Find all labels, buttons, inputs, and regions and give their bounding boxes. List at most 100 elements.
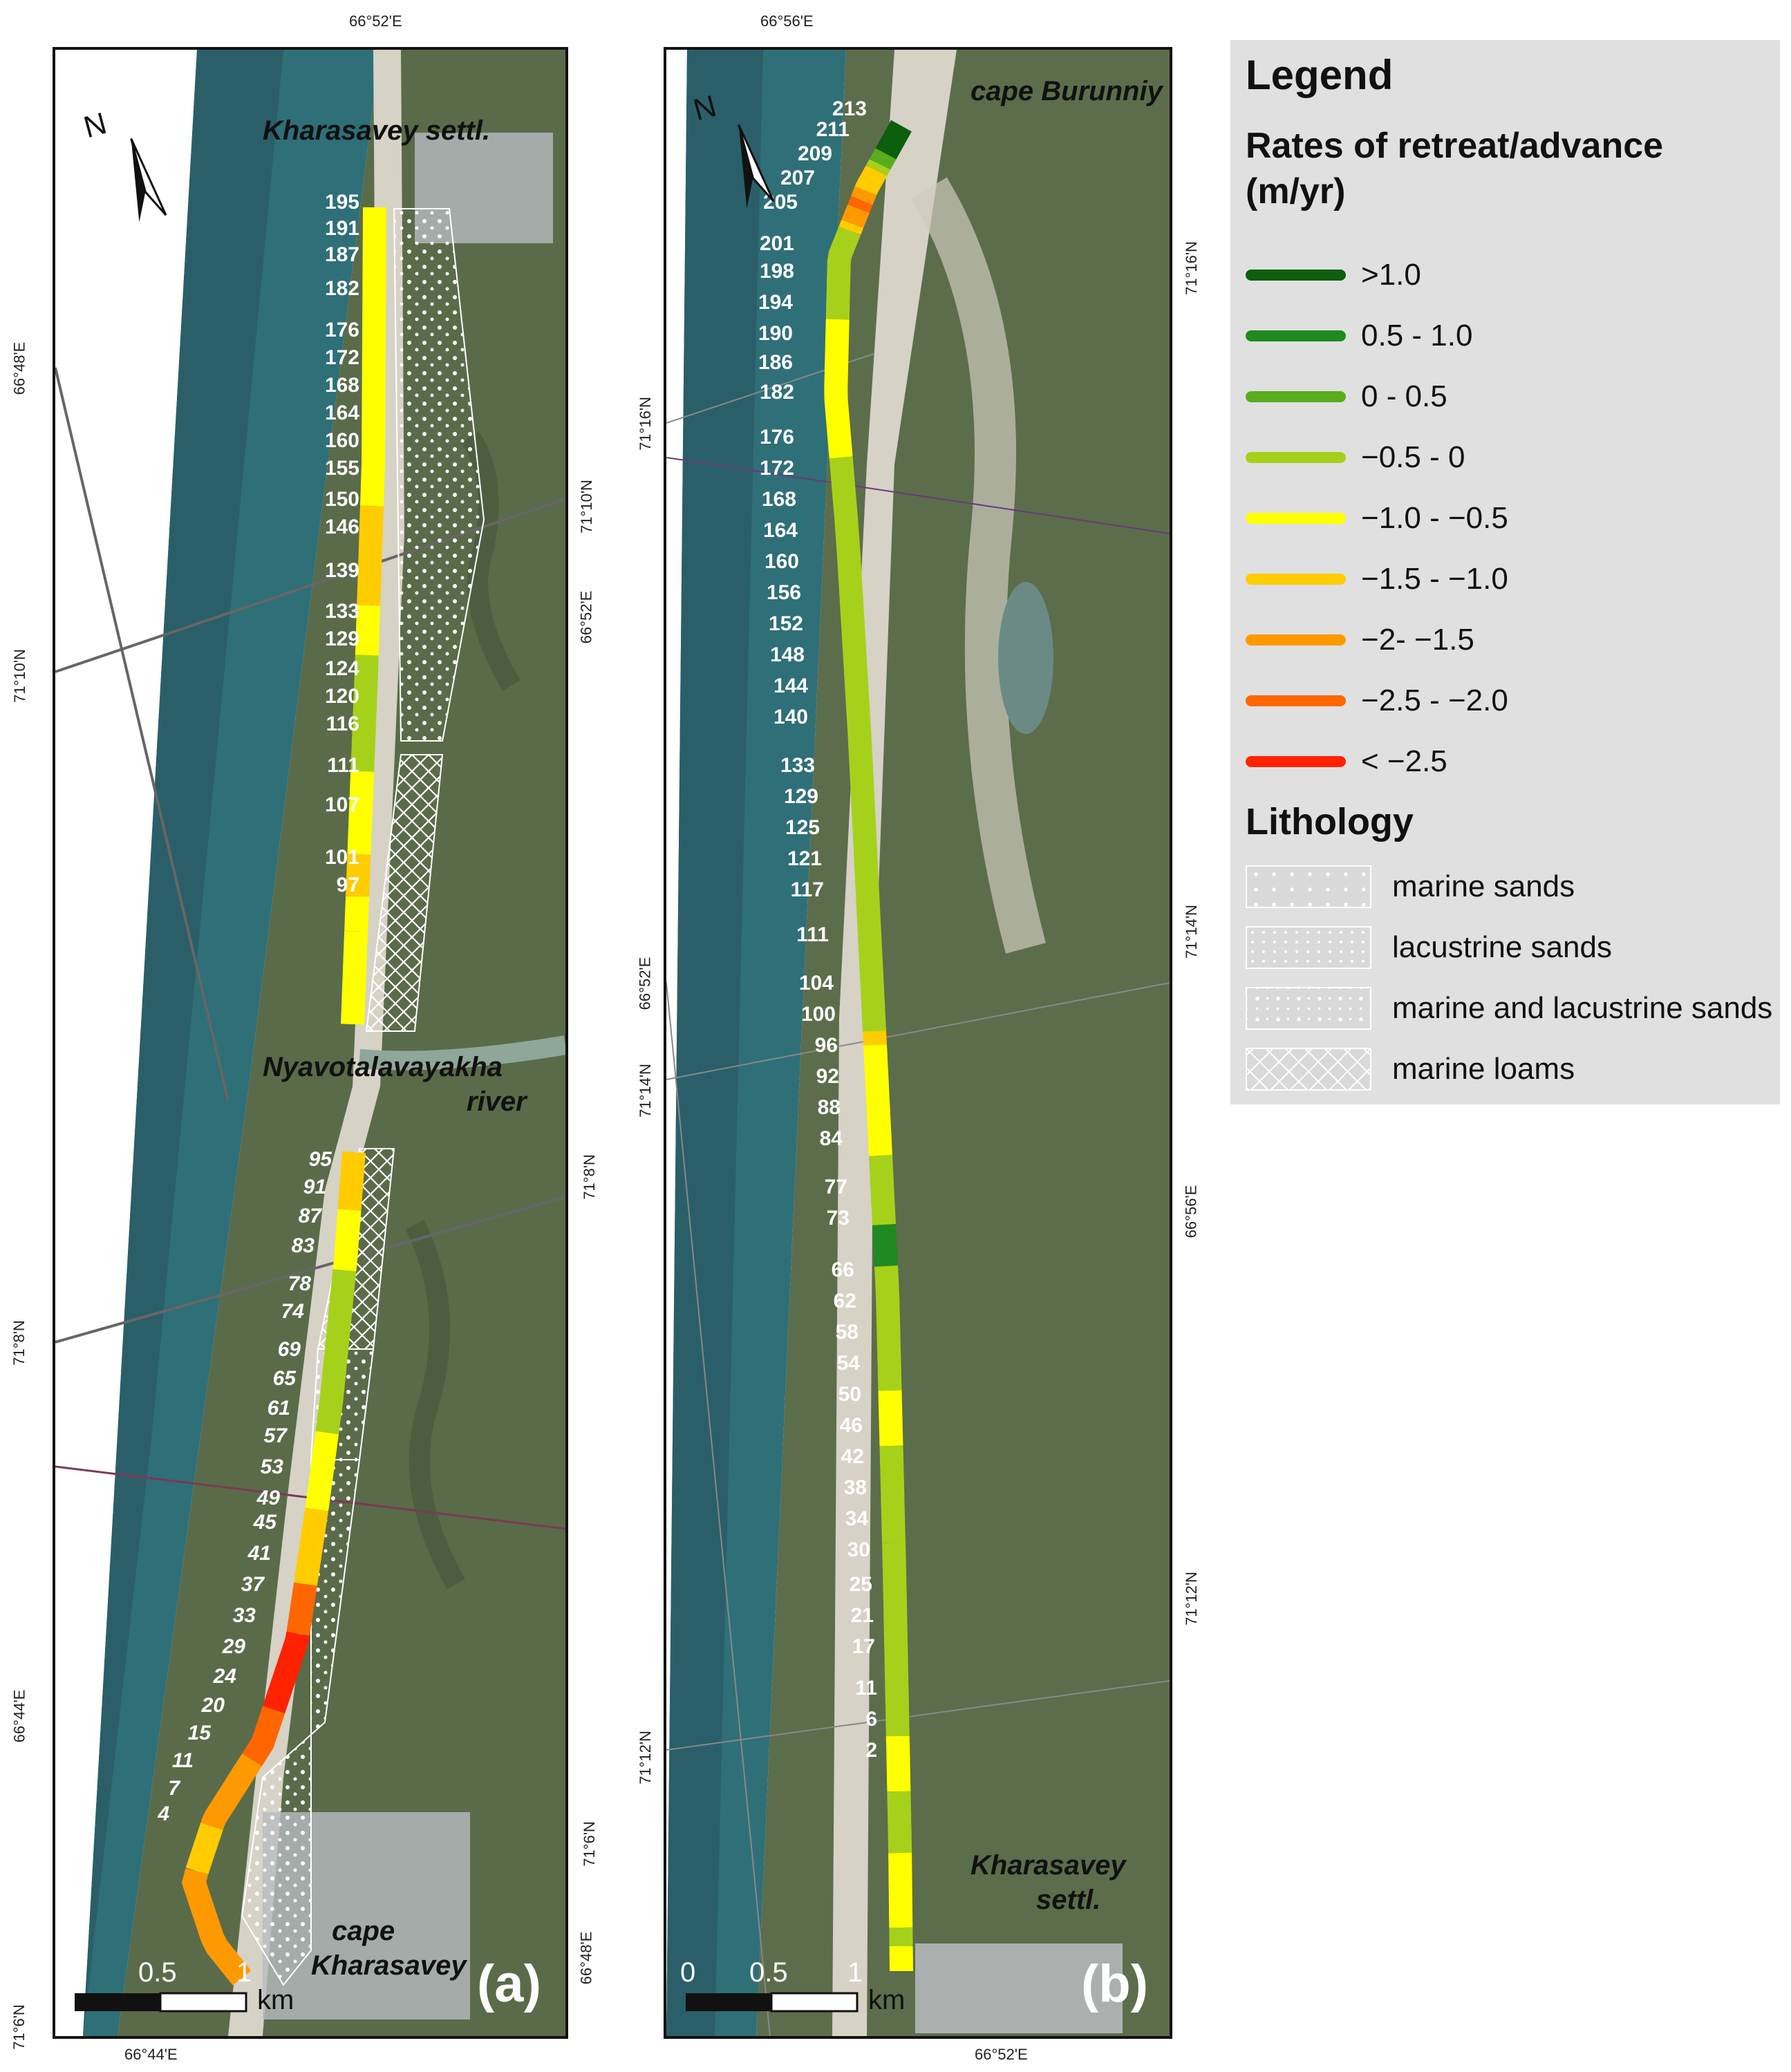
profile-label: 140 (773, 706, 808, 728)
profile-label: 125 (785, 816, 820, 839)
shoreline-segment (838, 219, 864, 236)
coord-b-bottom: 66°52'E (975, 2046, 1028, 2063)
north-arrow-b-icon (738, 124, 775, 209)
profile-label: 160 (765, 550, 799, 573)
profile-label: 146 (325, 516, 359, 538)
profile-label: 24 (213, 1665, 237, 1688)
lithology-swatch-mixed-sands (1246, 987, 1371, 1030)
sand-dunes (911, 177, 1046, 954)
rate-label: −0.5 - 0 (1361, 440, 1465, 474)
rate-swatch (1246, 695, 1346, 706)
profile-label: 172 (325, 346, 359, 369)
profile-label: 77 (825, 1176, 847, 1198)
profile-label: 207 (780, 167, 815, 189)
profile-label: 201 (760, 232, 794, 255)
panel-letter-a: (a) (477, 1955, 541, 2013)
coord-b-left-3: 71°14'N (636, 1064, 654, 1118)
shoreline-segment (870, 148, 897, 170)
profile-label: 62 (834, 1290, 856, 1312)
rate-swatch (1246, 513, 1346, 524)
profile-label: 95 (309, 1148, 333, 1171)
shoreline-segment (305, 1431, 339, 1511)
sea (83, 50, 380, 2036)
panel-letter-b: (b) (1081, 1955, 1149, 2013)
profile-label: 111 (327, 754, 359, 777)
shoreline-segment (854, 164, 887, 196)
shoreline-segment (346, 854, 371, 898)
legend-rate-row: −0.5 - 0 (1246, 433, 1465, 482)
lithology-swatch-marine-loams (1246, 1048, 1371, 1091)
legend-panel: Legend Rates of retreat/advance (m/yr) >… (1230, 40, 1780, 1104)
graticule-line (55, 367, 229, 1101)
coord-a-right-2: 66°52'E (577, 590, 595, 644)
shoreline-segment (882, 1542, 910, 1737)
rate-label: < −2.5 (1361, 744, 1447, 778)
legend-lithology-row: marine sands (1246, 863, 1575, 911)
rate-swatch (1246, 452, 1346, 463)
graticule-line (666, 457, 1170, 534)
beach (832, 50, 957, 2036)
profile-label: 53 (261, 1456, 284, 1478)
rate-swatch (1246, 391, 1346, 402)
scale-tick-a-05: 0.5 (138, 1957, 177, 1988)
shoreline-segment (885, 1735, 911, 1792)
graticule-line (55, 1196, 565, 1344)
shoreline-segment (332, 1209, 362, 1272)
coord-b-left-4: 71°12'N (636, 1731, 654, 1784)
profile-label: 84 (820, 1127, 843, 1150)
shoreline-segment (185, 1823, 223, 1875)
legend-rate-row: < −2.5 (1246, 737, 1447, 786)
map-a-canvas: 1951911871821761721681641601551501461391… (55, 50, 565, 2036)
scale-unit-a: km (257, 1985, 294, 2015)
rate-swatch (1246, 330, 1346, 341)
profile-label: 7 (168, 1777, 180, 1800)
profile-label: 168 (325, 374, 359, 397)
legend-rate-row: 0 - 0.5 (1246, 373, 1447, 421)
rate-label: −1.0 - −0.5 (1361, 501, 1508, 535)
profile-label: 42 (841, 1445, 864, 1468)
coord-a-right-3: 71°8'N (580, 1154, 598, 1200)
coord-b-left-1: 71°16'N (636, 397, 654, 451)
profile-label: 124 (325, 657, 359, 680)
profile-label: 58 (836, 1321, 859, 1344)
beach (228, 50, 404, 2036)
lithology-swatch-marine-sands (1246, 865, 1371, 908)
legend-title: Legend (1246, 52, 1394, 98)
profile-label: 168 (762, 488, 796, 511)
profile-label: 45 (253, 1511, 278, 1534)
shoreline-segment (200, 1753, 262, 1831)
profile-label: 133 (325, 600, 359, 623)
profile-label: 92 (816, 1065, 839, 1088)
blank-area (55, 50, 197, 2036)
shoreline-segment (355, 605, 381, 656)
shoreline-segments-b (824, 120, 913, 1971)
profile-label: 195 (325, 191, 359, 214)
scale-bar-a (75, 1992, 247, 2013)
scale-unit-b: km (868, 1985, 906, 2015)
shoreline-segment (360, 207, 386, 507)
shoreline-segment (344, 896, 369, 932)
profile-label: 11 (855, 1677, 877, 1699)
scale-tick-b-0: 0 (680, 1957, 696, 1988)
graticule-line (666, 982, 1170, 1080)
coord-b-right-1: 71°16'N (1182, 241, 1200, 295)
legend-rate-row: −1.5 - −1.0 (1246, 555, 1508, 603)
profile-label: 198 (760, 260, 794, 283)
profile-label: 73 (827, 1207, 850, 1230)
rate-label: 0 - 0.5 (1361, 379, 1447, 413)
profile-label: 190 (758, 322, 793, 345)
profile-labels-b: 2132112092072052011981941901861821761721… (758, 97, 877, 1762)
profile-label: 87 (299, 1205, 323, 1227)
profile-label: 172 (760, 457, 794, 480)
shoreline-segment (294, 1507, 328, 1586)
profile-label: 69 (278, 1338, 301, 1361)
profile-label: 129 (784, 785, 818, 808)
scale-tick-b-1: 1 (847, 1957, 863, 1988)
profile-label: 2 (865, 1739, 877, 1762)
profile-label: 209 (798, 142, 832, 165)
profile-label: 176 (325, 319, 359, 341)
settlement-area (915, 1943, 1123, 2033)
profile-label: 74 (281, 1300, 305, 1323)
profile-label: 194 (758, 291, 793, 314)
legend-lithology-row: marine loams (1246, 1045, 1575, 1093)
